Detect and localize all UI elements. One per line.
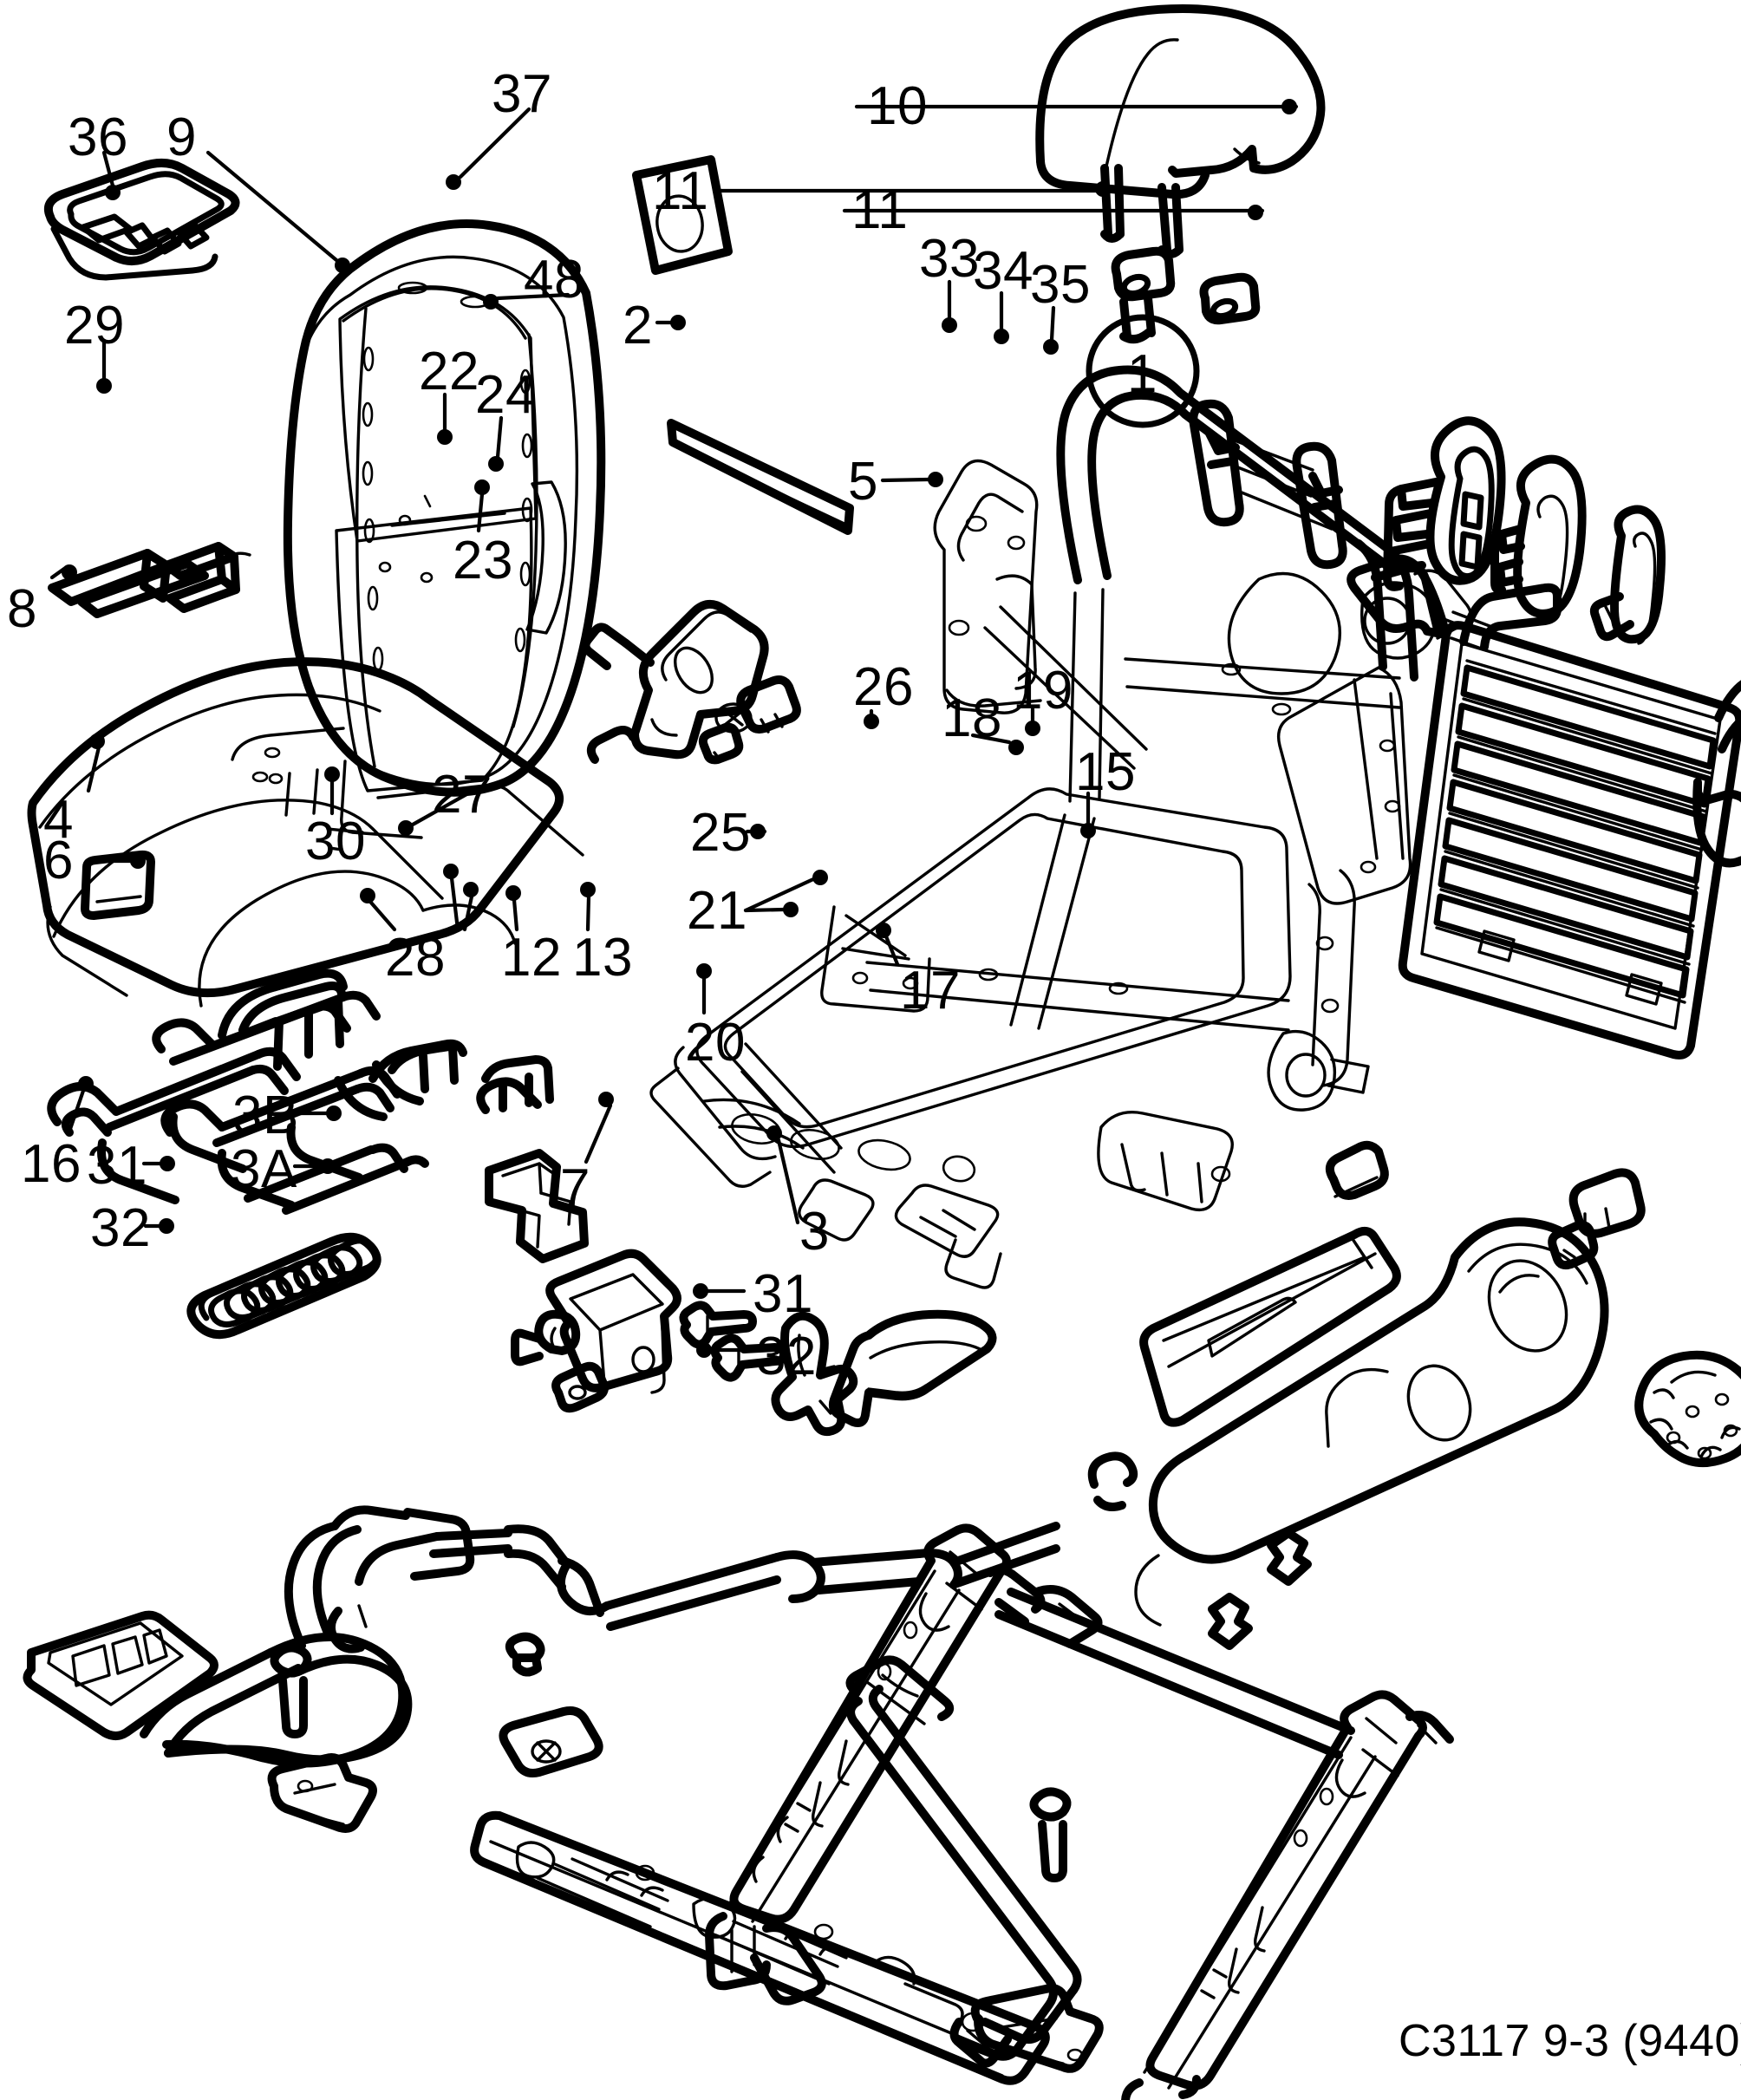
callout-10: 10 <box>867 76 928 136</box>
callout-24: 24 <box>475 365 536 425</box>
part-30-retaining-clip <box>485 1149 589 1263</box>
callout-12: 12 <box>501 928 562 988</box>
callout-3: 3 <box>799 1202 830 1262</box>
part-16-wiring-harness <box>23 1505 1060 1768</box>
part-21-clip-upper <box>1267 1529 1312 1586</box>
leader-dots <box>62 99 1297 1358</box>
part-18-clip <box>1548 1220 1599 1270</box>
part-25-trim-rail <box>1139 1226 1401 1427</box>
part-31-bolt-front <box>270 1643 312 1738</box>
callout-31-front: 31 <box>87 1136 147 1196</box>
callout-29: 29 <box>64 296 125 355</box>
callout-3A: 3A <box>231 1139 297 1199</box>
callout-15: 15 <box>1075 742 1136 802</box>
callout-11-a: 11 <box>652 161 709 221</box>
part-1-seat-frame-assembly <box>649 365 1491 1289</box>
part-23-spacer <box>698 722 744 765</box>
part-34-knob-cover <box>1490 454 1587 623</box>
callout-4: 4 <box>43 790 74 850</box>
callout-27: 27 <box>432 765 492 825</box>
part-12-hook-bracket <box>771 1311 858 1437</box>
callout-34: 34 <box>973 241 1034 301</box>
part-32-bracket-rear <box>970 1984 1104 2073</box>
part-4-suspension-grid <box>47 968 554 1215</box>
part-21-clip-lower <box>1208 1593 1253 1650</box>
part-6-tension-spring <box>186 1232 381 1340</box>
sheet-caption: C3117 9-3 (9440) <box>1399 2016 1741 2066</box>
part-15-rotary-knob <box>1634 1350 1741 1468</box>
callout-26: 26 <box>853 657 914 717</box>
part-3A-rail-end-cap <box>499 1706 603 1777</box>
callout-18: 18 <box>942 688 1002 748</box>
assembly-callout-circle <box>1086 314 1200 428</box>
part-37-cover-plate <box>632 155 733 275</box>
callout-3B: 3B <box>232 1086 299 1145</box>
callout-35: 35 <box>1030 255 1091 315</box>
part-11b-head-restraint-guide <box>1199 272 1261 325</box>
callout-37: 37 <box>492 64 552 124</box>
part-26-nut <box>1325 1140 1389 1200</box>
part-3A-rail-cover <box>470 1810 1050 2085</box>
part-7-release-bar <box>845 1655 1082 2068</box>
callout-32-front: 32 <box>90 1198 151 1258</box>
callout-7: 7 <box>560 1158 590 1218</box>
part-48-trim-strip <box>667 419 854 535</box>
part-27-micro-switch <box>511 1249 681 1396</box>
part-24-bushing <box>736 675 801 734</box>
callout-48: 48 <box>524 250 584 310</box>
part-3-seat-rail-right <box>1121 1690 1454 2100</box>
callout-16: 16 <box>21 1134 82 1194</box>
part-3B-rail-stop-pin <box>505 1632 545 1677</box>
part-11a-head-restraint-guide <box>1111 246 1176 344</box>
callout-25: 25 <box>690 803 751 863</box>
callout-33: 33 <box>919 229 980 289</box>
part-22-recliner-lever <box>581 599 769 764</box>
part-28-washer <box>551 1361 609 1413</box>
callout-2: 2 <box>623 296 653 355</box>
callout-23: 23 <box>453 531 513 590</box>
callout-19: 19 <box>1013 661 1073 721</box>
callout-36: 36 <box>68 108 128 167</box>
part-19-bush <box>1568 1168 1646 1238</box>
part-31-bolt-rear <box>1029 1787 1072 1882</box>
callout-32-rear: 32 <box>756 1327 817 1386</box>
callout-20: 20 <box>685 1013 746 1073</box>
leader-lines <box>49 104 1299 1353</box>
callout-9: 9 <box>166 108 197 167</box>
part-36-switch-bezel <box>43 159 240 281</box>
part-20-circlip <box>1087 1451 1138 1511</box>
callout-13: 13 <box>572 928 633 988</box>
part-13-end-cap <box>828 1309 997 1427</box>
callout-11-b: 11 <box>851 180 909 240</box>
part-32-bracket-front <box>267 1753 377 1833</box>
callout-30: 30 <box>305 812 366 871</box>
callout-28: 28 <box>385 928 446 988</box>
part-35-side-trim <box>1589 505 1666 645</box>
part-29-heater-element <box>48 542 251 618</box>
callout-21: 21 <box>687 881 747 941</box>
part-14-bolt-a <box>679 1301 757 1349</box>
part-10-head-restraint <box>1035 4 1326 258</box>
callout-8: 8 <box>7 579 37 639</box>
part-17-armrest <box>1134 1217 1609 1627</box>
callout-17: 17 <box>900 961 961 1021</box>
part-33-recliner-knob <box>1383 416 1506 591</box>
callout-6: 6 <box>43 831 74 890</box>
callout-5: 5 <box>848 452 878 512</box>
callout-1: 1 <box>1127 344 1157 404</box>
part-8-seat-cushion <box>27 657 584 1008</box>
callout-31-rear: 31 <box>753 1264 813 1324</box>
callout-22: 22 <box>419 342 479 401</box>
